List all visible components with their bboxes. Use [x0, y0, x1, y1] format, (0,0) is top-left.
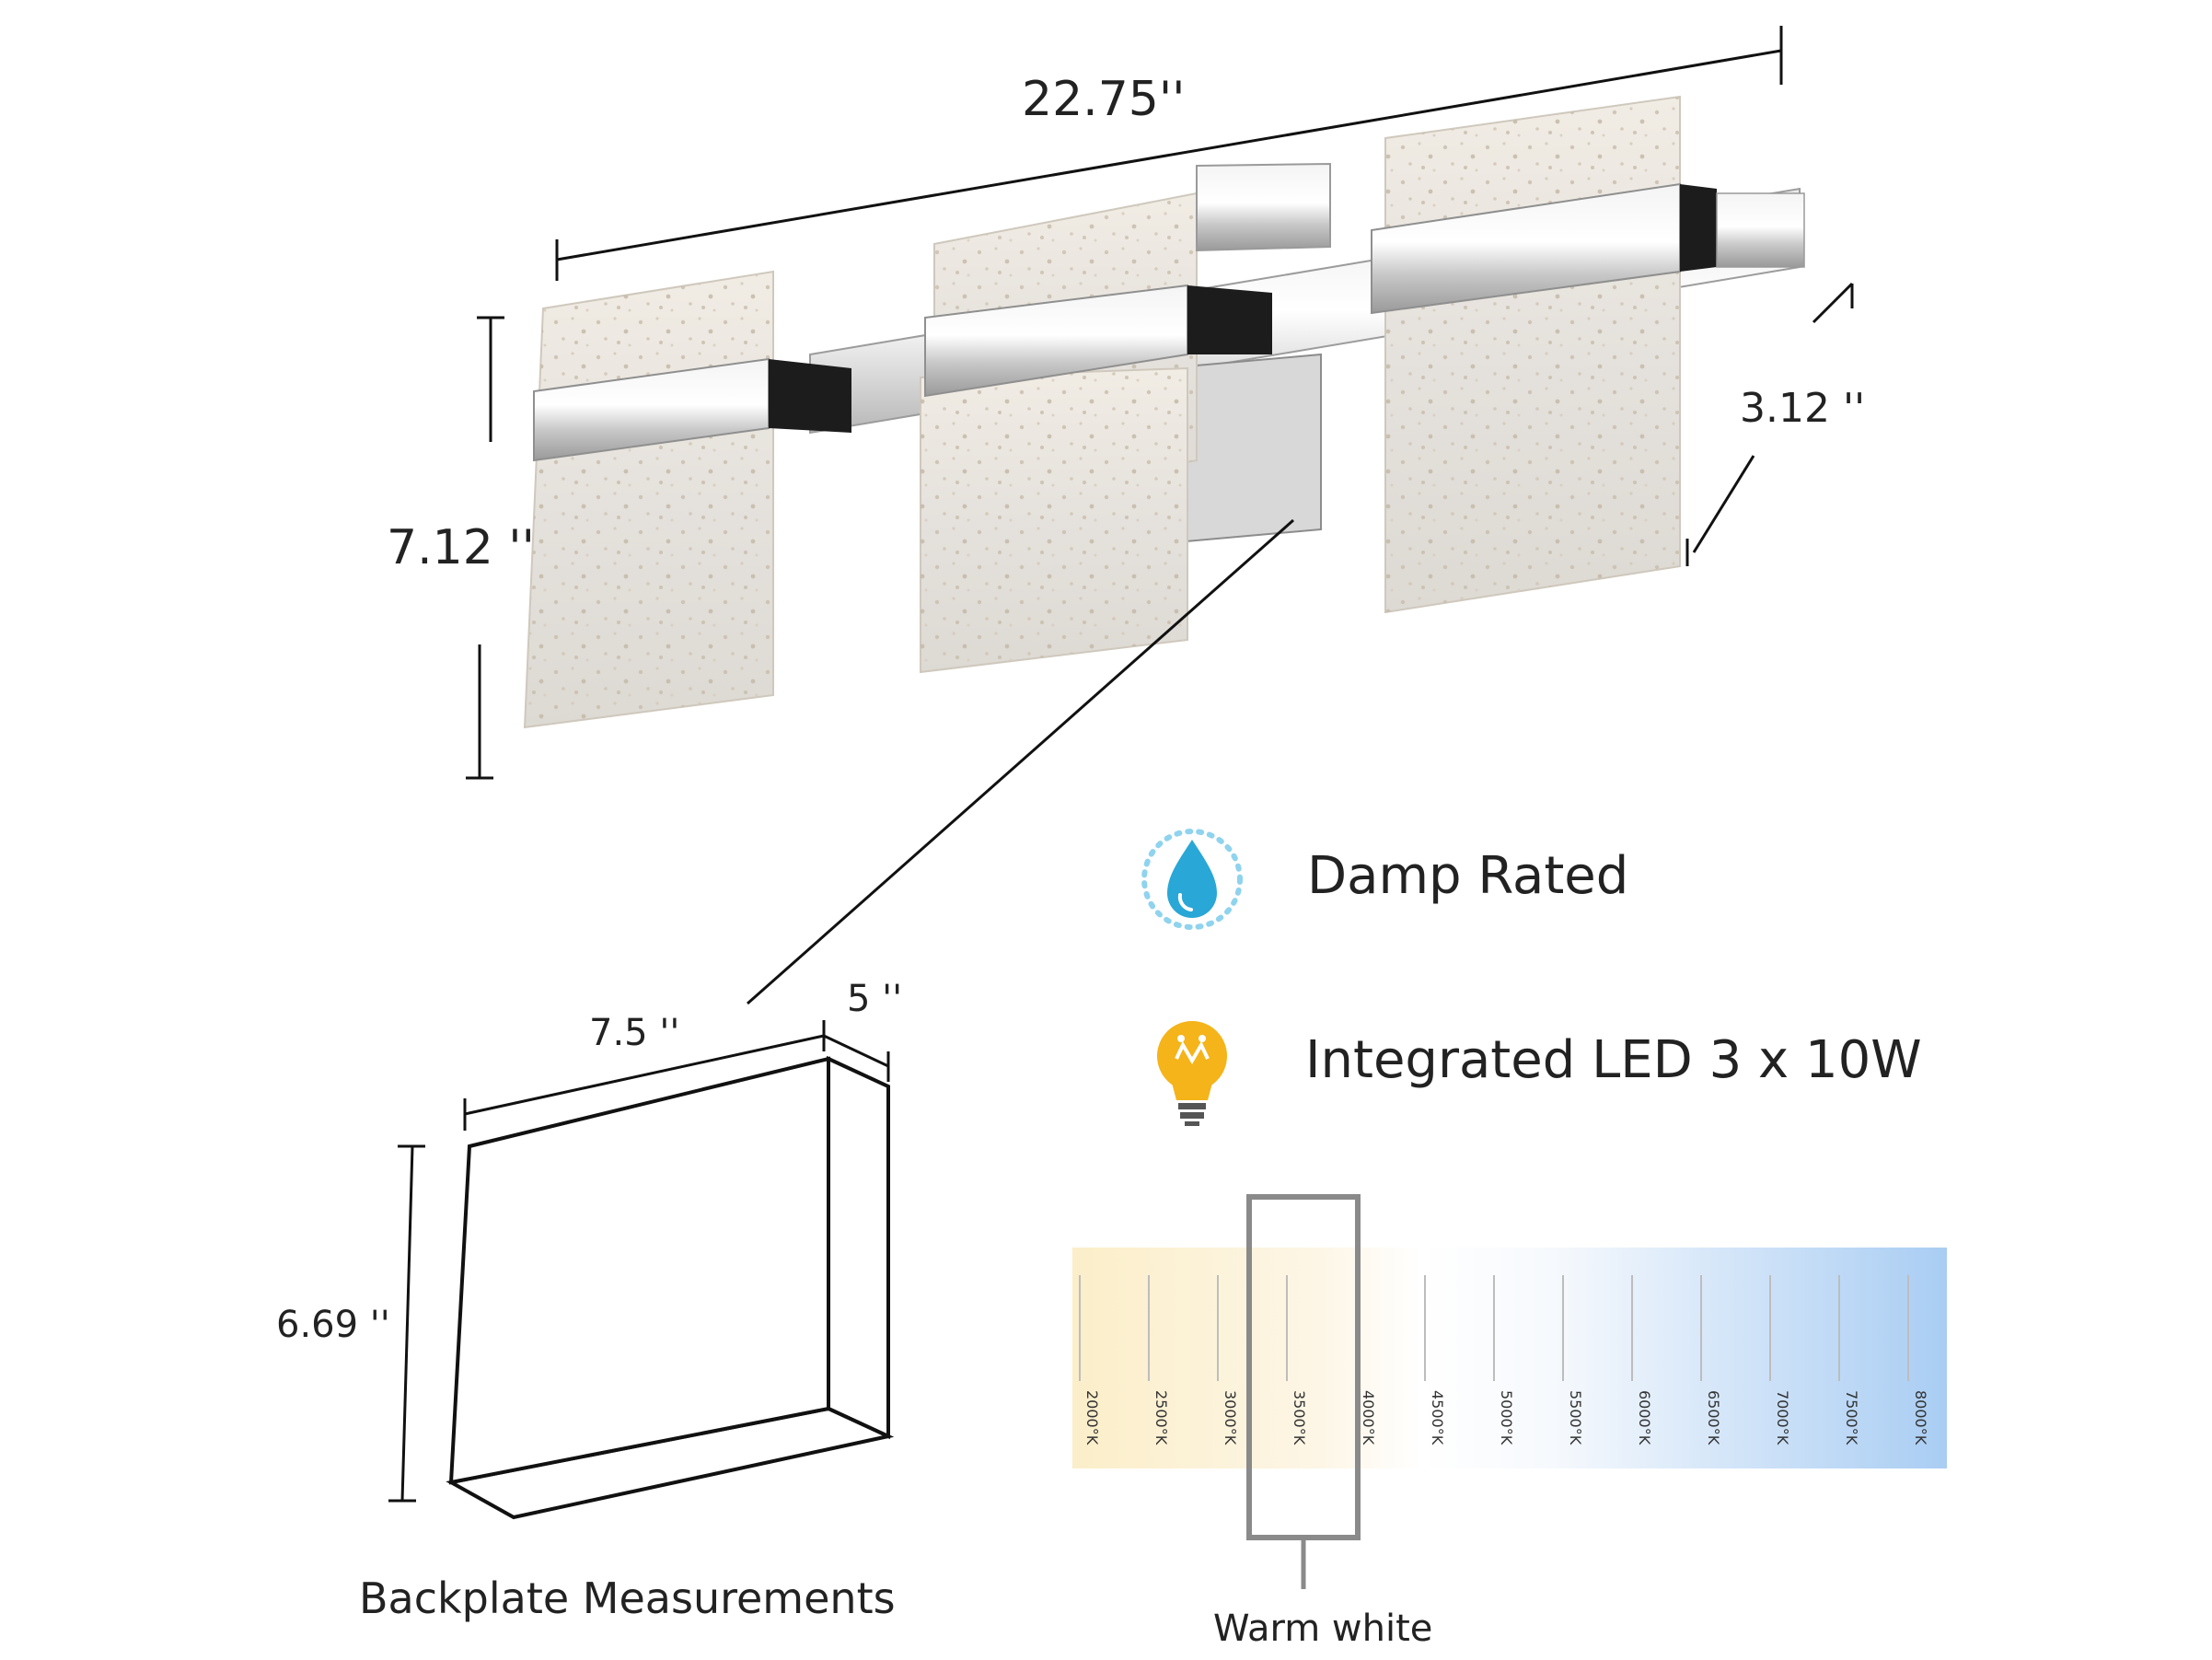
color-temperature-tick-label: 2500°K: [1152, 1390, 1170, 1445]
left-black-block: [769, 359, 851, 433]
right-black-block: [1680, 184, 1717, 272]
warm-white-label: Warm white: [1213, 1608, 1432, 1650]
height-label: 7.12 '': [387, 520, 535, 575]
color-temperature-tick-label: 5000°K: [1498, 1390, 1515, 1445]
color-temperature-tick-label: 7000°K: [1774, 1390, 1791, 1445]
damp-rated-feature: Damp Rated: [1141, 829, 1628, 930]
dimension-lines: [466, 26, 1854, 1005]
backplate-leader-line: [747, 518, 1294, 1005]
backplate-dimension-lines: [388, 1020, 890, 1503]
color-temperature-ticks: 2000°K 2500°K 3000°K 3500°K 4000°K 4500°K 5000…: [1079, 1275, 1929, 1445]
light-fixture: [523, 95, 1805, 729]
backplate-front: [448, 1056, 830, 1485]
led-label: Integrated LED 3 x 10W: [1305, 1030, 1922, 1090]
color-temperature-tick-label: 5500°K: [1567, 1390, 1584, 1445]
color-temperature-tick-label: 4000°K: [1360, 1390, 1377, 1445]
backplate-side: [827, 1055, 890, 1440]
water-drop-icon: [1141, 829, 1243, 930]
backplate-height-label: 6.69 '': [276, 1304, 390, 1346]
width-label: 22.75'': [1022, 72, 1185, 127]
width-dimension-line: [556, 49, 1782, 261]
depth-dimension-line-upper: [1812, 282, 1854, 324]
color-temperature-tick-label: 6000°K: [1636, 1390, 1653, 1445]
depth-label: 3.12 '': [1740, 385, 1865, 432]
center-black-block: [1187, 285, 1272, 354]
color-temperature-tick-label: 3500°K: [1291, 1390, 1308, 1445]
depth-dimension-line-lower: [1692, 455, 1755, 553]
damp-rated-label: Damp Rated: [1307, 846, 1628, 906]
backplate-diagram: [446, 1055, 895, 1520]
light-bulb-icon: [1157, 1021, 1227, 1126]
color-temperature-tick-label: 2000°K: [1083, 1390, 1101, 1445]
color-temperature-scale: 2000°K 2500°K 3000°K 3500°K 4000°K 4500°K 5000…: [1072, 1194, 1947, 1650]
center-top-cap: [1196, 162, 1331, 252]
color-temperature-tick-label: 6500°K: [1705, 1390, 1722, 1445]
backplate-width-label: 7.5 '': [589, 1012, 679, 1054]
led-feature: Integrated LED 3 x 10W: [1157, 1021, 1922, 1126]
backplate-caption: Backplate Measurements: [359, 1573, 896, 1623]
backplate-depth-label: 5 '': [847, 978, 902, 1020]
color-temperature-tick-label: 7500°K: [1843, 1390, 1860, 1445]
color-temperature-tick-label: 8000°K: [1912, 1390, 1929, 1445]
color-temperature-tick-label: 3000°K: [1222, 1390, 1239, 1445]
color-temperature-tick-label: 4500°K: [1429, 1390, 1446, 1445]
